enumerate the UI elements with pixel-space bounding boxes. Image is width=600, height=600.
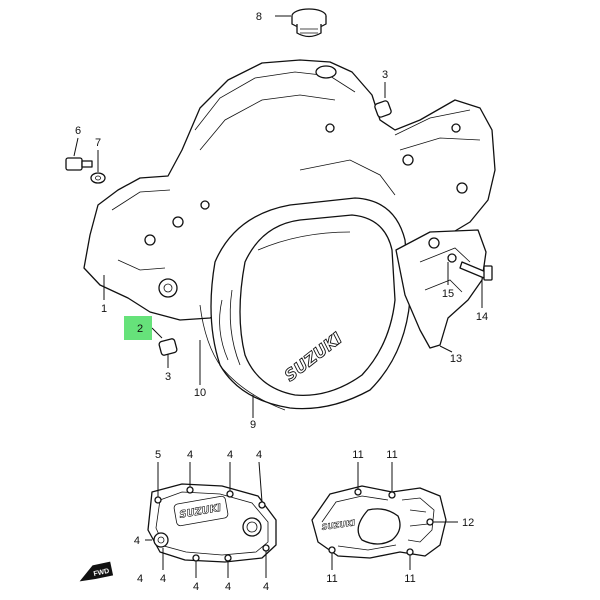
dowel-pin-part [374, 100, 392, 118]
cover-gasket-part [199, 304, 286, 411]
bolt-part [65, 157, 93, 171]
crankcase-cover-part [83, 59, 496, 321]
callout-15[interactable]: 15 [442, 288, 454, 300]
callout-left-4[interactable]: 4 [256, 449, 262, 461]
leader-lines-right [331, 462, 458, 570]
callout-right-11[interactable]: 11 [352, 449, 363, 461]
callout-7[interactable]: 7 [95, 137, 101, 149]
callout-left-4[interactable]: 4 [193, 581, 199, 593]
leader-lines-left [145, 461, 267, 578]
callout-2[interactable]: 2 [137, 323, 143, 335]
sprocket-cover-part [395, 229, 487, 349]
callout-14[interactable]: 14 [476, 311, 488, 323]
callout-left-4[interactable]: 4 [225, 581, 231, 593]
callout-right-11[interactable]: 11 [386, 449, 397, 461]
callout-3[interactable]: 3 [382, 69, 388, 81]
callout-8[interactable]: 8 [256, 11, 262, 23]
cover-bolt-part [459, 261, 493, 281]
oil-filler-cap-part [275, 8, 327, 38]
callout-9[interactable]: 9 [250, 419, 256, 431]
callout-1[interactable]: 1 [101, 303, 107, 315]
callout-left-5[interactable]: 5 [155, 449, 161, 461]
dowel-pin-part [158, 338, 178, 356]
clutch-cover-small-view [147, 483, 277, 563]
washer-part [90, 172, 106, 184]
forward-arrow-icon [79, 561, 114, 582]
sprocket-cover-small-view [311, 485, 447, 559]
callout-left-4[interactable]: 4 [187, 449, 193, 461]
callout-left-4[interactable]: 4 [227, 449, 233, 461]
callout-3[interactable]: 3 [165, 371, 171, 383]
fwd-label: FWD [93, 568, 110, 578]
callout-13[interactable]: 13 [450, 353, 462, 365]
highlighted-callout-box [124, 316, 152, 340]
callout-left-4[interactable]: 4 [137, 573, 143, 585]
callout-right-11[interactable]: 11 [326, 573, 337, 585]
callout-left-4[interactable]: 4 [263, 581, 269, 593]
callout-right-12[interactable]: 12 [462, 517, 474, 529]
leader-lines [73, 82, 483, 418]
clutch-cover-part [210, 197, 411, 410]
callout-right-11[interactable]: 11 [404, 573, 415, 585]
callout-left-4[interactable]: 4 [160, 573, 166, 585]
callout-10[interactable]: 10 [194, 387, 206, 399]
callout-left-4[interactable]: 4 [134, 535, 140, 547]
callout-6[interactable]: 6 [75, 125, 81, 137]
